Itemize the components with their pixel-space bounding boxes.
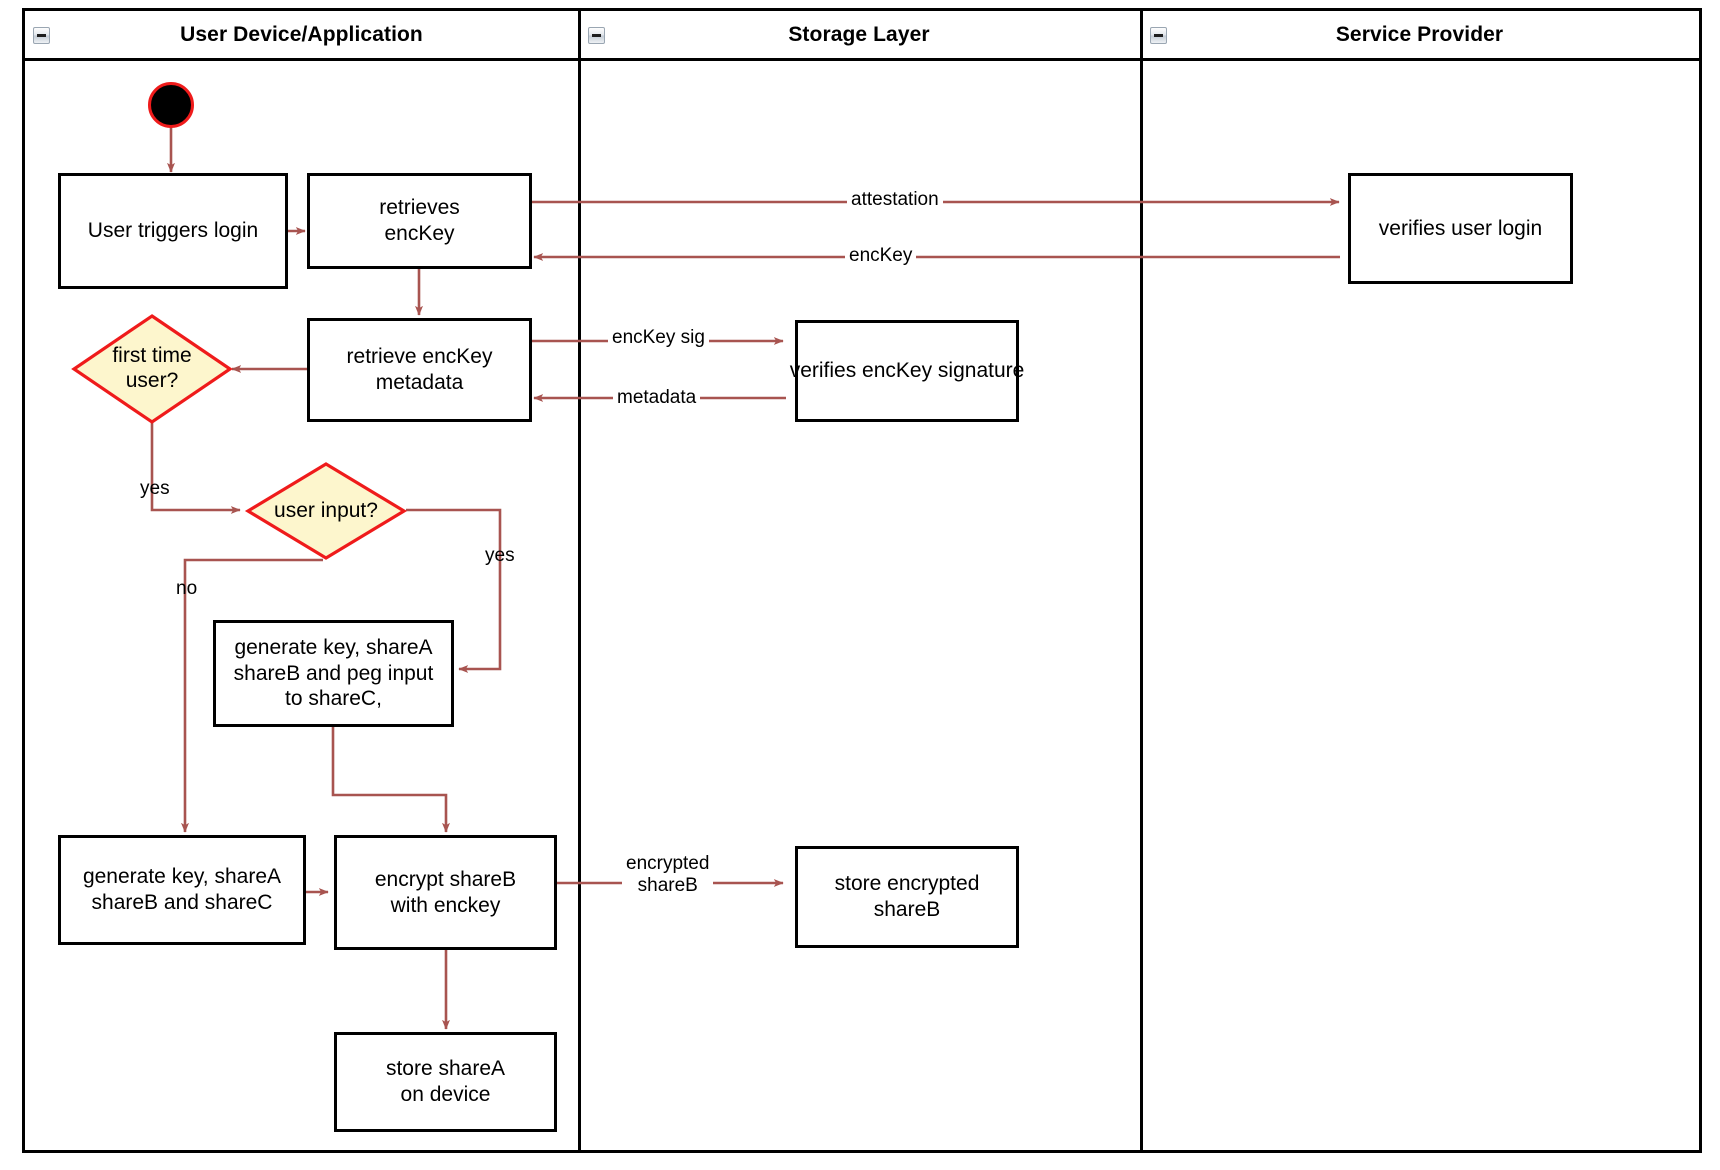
action-label-line1: generate key, shareA xyxy=(82,865,282,889)
edge-label-enckey-sig: encKey sig xyxy=(608,327,709,349)
action-label-line1: retrieve encKey xyxy=(346,345,493,369)
action-verifies-user-login[interactable]: verifies user login xyxy=(1348,173,1573,284)
action-label-line1: encrypt shareB xyxy=(374,867,517,891)
action-label-line1: store encrypted xyxy=(834,872,980,896)
swimlane-frame xyxy=(22,8,1702,1153)
decision-label-line1: user input? xyxy=(274,498,378,522)
lane-header-user-device: User Device/Application xyxy=(25,11,578,61)
action-label: User triggers login xyxy=(87,219,259,243)
decision-label: user input? xyxy=(274,499,378,524)
decision-label-line2: user? xyxy=(125,369,179,392)
edge-label-text: yes xyxy=(485,545,515,566)
edge-label-text: encKey sig xyxy=(612,327,705,348)
decision-first-time-user[interactable]: first time user? xyxy=(71,314,233,424)
edge-label-text: attestation xyxy=(851,189,939,210)
lane-title-storage-layer: Storage Layer xyxy=(788,22,930,46)
action-label-line2: shareB xyxy=(873,898,941,921)
lane-header-service-provider: Service Provider xyxy=(1140,11,1699,61)
action-store-encrypted-shareb[interactable]: store encrypted shareB xyxy=(795,846,1019,948)
action-user-triggers-login[interactable]: User triggers login xyxy=(58,173,288,289)
lane-divider-2 xyxy=(1140,11,1143,1153)
decision-label-line1: first time xyxy=(112,344,192,368)
action-label: verifies user login xyxy=(1378,216,1543,240)
edge-label-text-line1: encrypted xyxy=(626,853,710,874)
decision-shape xyxy=(71,314,233,424)
edge-label-yes-first-time: yes xyxy=(136,478,174,500)
action-label-line2: on device xyxy=(400,1083,491,1106)
edge-label-encrypted-shareb: encrypted shareB xyxy=(622,853,714,897)
edge-label-no-user-input: no xyxy=(172,578,201,600)
edge-label-text: encKey xyxy=(849,245,913,266)
lane-divider-1 xyxy=(578,11,581,1153)
minus-icon-service-provider[interactable] xyxy=(1150,27,1167,44)
action-label-line1: retrieves xyxy=(379,196,460,220)
minus-icon-storage-layer[interactable] xyxy=(588,27,605,44)
action-label-line3: to shareC, xyxy=(285,687,382,711)
initial-node[interactable] xyxy=(148,82,194,128)
edge-label-text: no xyxy=(176,578,198,599)
action-label-line2: shareB and peg input xyxy=(233,661,434,685)
action-label-line2: shareB and shareC xyxy=(91,891,273,914)
action-retrieves-enckey[interactable]: retrieves encKey xyxy=(307,173,532,269)
edge-label-enckey: encKey xyxy=(845,245,917,267)
action-label-line2: encKey xyxy=(384,222,455,245)
action-generate-peg-input[interactable]: generate key, shareA shareB and peg inpu… xyxy=(213,620,454,727)
action-label-line2: metadata xyxy=(375,371,464,394)
action-verifies-enckey-signature[interactable]: verifies encKey signature xyxy=(790,320,1024,422)
lane-title-user-device: User Device/Application xyxy=(180,22,423,46)
decision-label: first time user? xyxy=(112,344,191,394)
action-label: verifies encKey signature xyxy=(789,359,1025,383)
edge-label-attestation: attestation xyxy=(847,189,943,211)
action-store-sharea-on-device[interactable]: store shareA on device xyxy=(334,1032,557,1132)
action-label-line2: with enckey xyxy=(390,893,501,917)
edge-label-text: yes xyxy=(140,478,170,499)
edge-label-text-line2: shareB xyxy=(637,874,698,896)
decision-user-input[interactable]: user input? xyxy=(244,462,408,560)
minus-icon-user-device[interactable] xyxy=(33,27,50,44)
decision-shape xyxy=(244,462,408,560)
lane-header-storage-layer: Storage Layer xyxy=(578,11,1140,61)
action-retrieve-enckey-metadata[interactable]: retrieve encKey metadata xyxy=(307,318,532,422)
action-label-line1: generate key, shareA xyxy=(234,636,433,660)
action-label-line1: store shareA xyxy=(385,1057,506,1081)
edge-label-text: metadata xyxy=(617,387,697,408)
edge-label-yes-user-input: yes xyxy=(481,545,519,567)
edge-label-metadata: metadata xyxy=(613,387,701,409)
action-generate-three-shares[interactable]: generate key, shareA shareB and shareC xyxy=(58,835,306,945)
action-encrypt-shareb[interactable]: encrypt shareB with enckey xyxy=(334,835,557,950)
lane-title-service-provider: Service Provider xyxy=(1335,22,1504,46)
